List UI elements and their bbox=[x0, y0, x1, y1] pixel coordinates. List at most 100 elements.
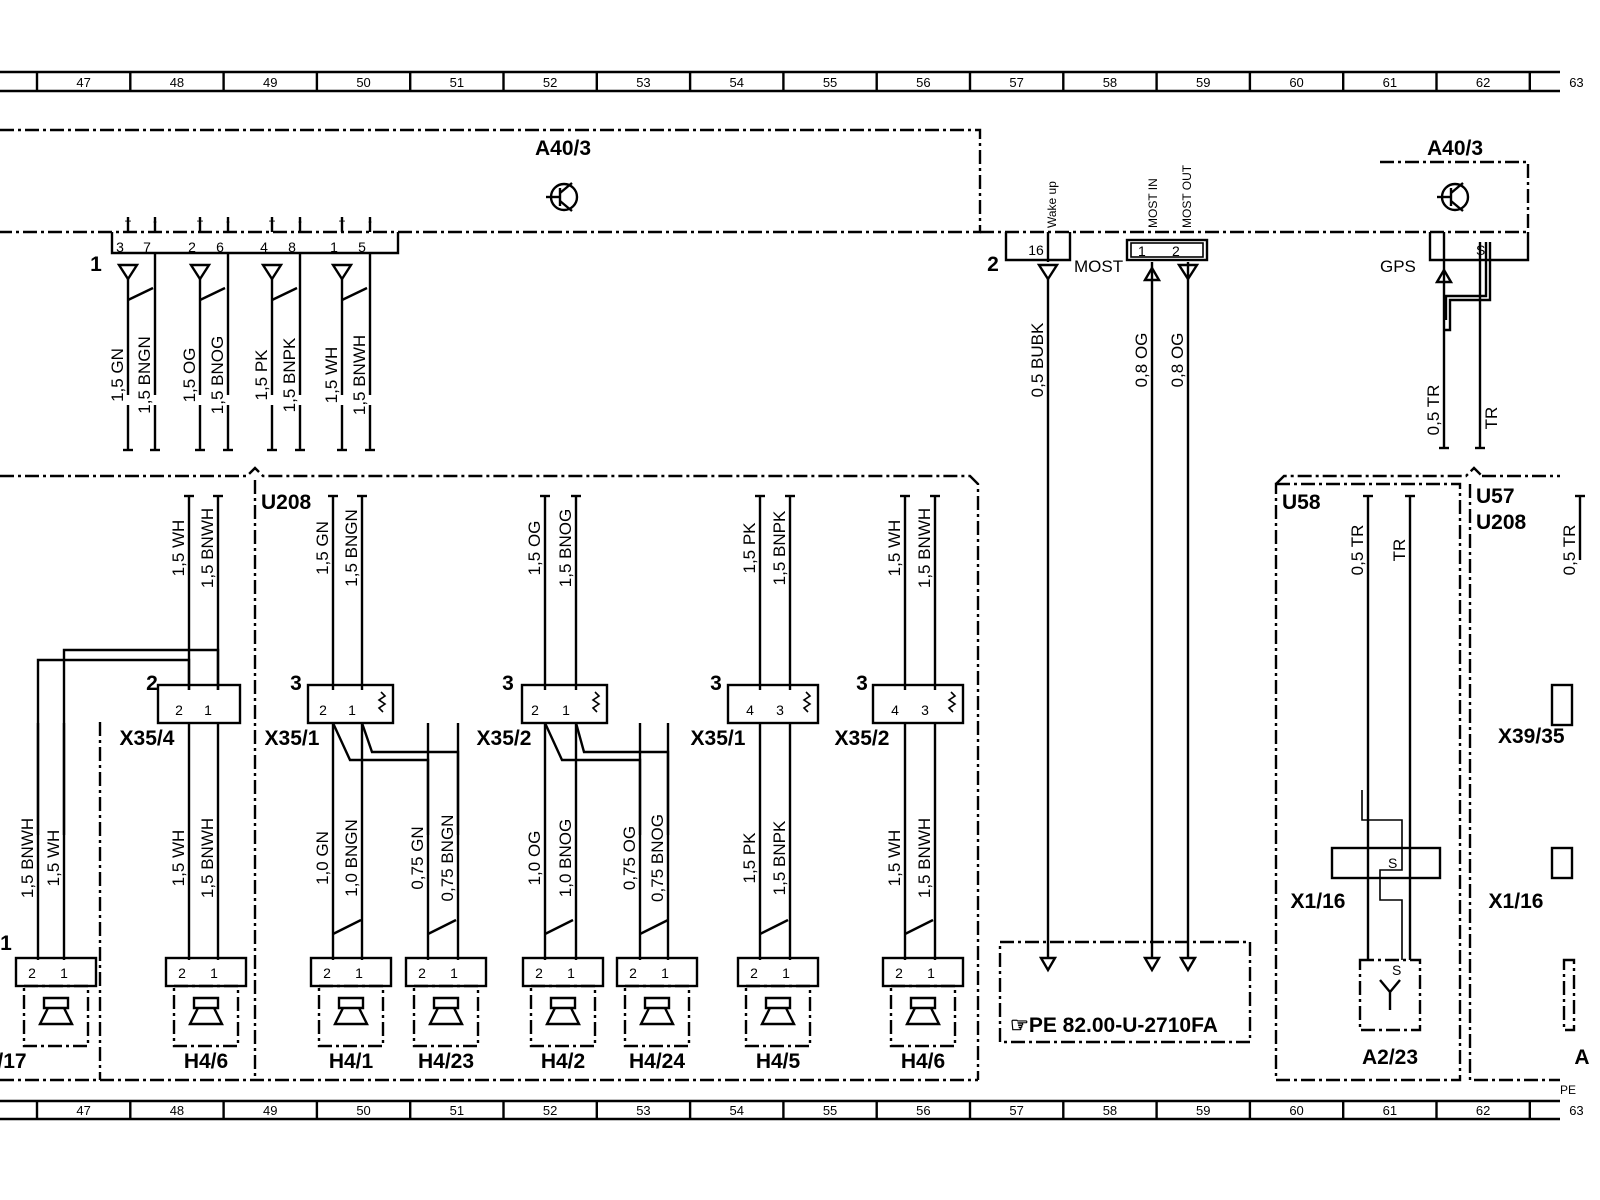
most-interface: 2 16 Wake up MOST 1 2 MOST IN MOST OUT bbox=[980, 164, 1528, 276]
connector-x35-label: X35/1 bbox=[265, 727, 320, 750]
ruler-number: 55 bbox=[823, 75, 837, 90]
a40-3-left-unit: A40/3 1 3+7-2+6-4+8-1+5- bbox=[0, 128, 982, 276]
a40-3-right-unit: A40/3 GPS S bbox=[1380, 137, 1530, 332]
connector-1-number: 1 bbox=[90, 253, 102, 276]
wire-label: 1,5 BNOG bbox=[208, 336, 227, 414]
connector-pin-number: 3 bbox=[776, 702, 784, 718]
speaker-box bbox=[623, 984, 691, 1048]
speaker-pin: 2 bbox=[418, 965, 426, 981]
speaker-label: H4/23 bbox=[418, 1050, 474, 1073]
ruler-number: 62 bbox=[1476, 75, 1490, 90]
ruler-number: 50 bbox=[356, 1103, 370, 1118]
speaker-pin: 2 bbox=[629, 965, 637, 981]
output-arrow-icon bbox=[188, 263, 212, 282]
connector-pin-number: 5 bbox=[358, 239, 366, 255]
speaker-label: H4/2 bbox=[541, 1050, 585, 1073]
wire-path bbox=[127, 286, 154, 302]
lower-wire-label: 1,5 BNWH bbox=[18, 818, 37, 898]
speaker-pin: 2 bbox=[895, 965, 903, 981]
ruler-number: 58 bbox=[1103, 1103, 1117, 1118]
speaker-label: H4/6 bbox=[184, 1050, 228, 1073]
resistor-icon bbox=[802, 691, 812, 713]
wire-path bbox=[199, 286, 226, 302]
connector-x35-label: X35/2 bbox=[477, 727, 532, 750]
mid-wire-label: 1,5 BNGN bbox=[342, 509, 361, 586]
x35-connector bbox=[520, 683, 609, 725]
speaker-pin: 2 bbox=[750, 965, 758, 981]
switch-icon bbox=[904, 918, 934, 936]
speaker-pin: 2 bbox=[535, 965, 543, 981]
mid-wire-label: 1,5 GN bbox=[313, 521, 332, 575]
mid-wire-label: 1,5 WH bbox=[885, 520, 904, 577]
wire-label: 1,5 WH bbox=[322, 347, 341, 404]
x35-connector bbox=[871, 683, 965, 725]
arrow-down-icon bbox=[1142, 956, 1162, 973]
connector-pin-number: 8 bbox=[288, 239, 296, 255]
mid-wire-label: 1,5 BNOG bbox=[556, 509, 575, 587]
connector-x39-35-label: X39/35 bbox=[1498, 725, 1565, 748]
arrow-down-icon bbox=[1178, 956, 1198, 973]
connector-pin-number: 1 bbox=[330, 239, 338, 255]
u58-region: U58 bbox=[1274, 466, 1483, 1082]
resistor-icon bbox=[377, 691, 387, 713]
speaker-pin: 1 bbox=[355, 965, 363, 981]
speaker-partial-label: /17 bbox=[0, 1050, 27, 1073]
antenna-s-pin: S bbox=[1392, 962, 1401, 978]
antenna-label: A2/23 bbox=[1362, 1046, 1418, 1069]
wire-label: 1,5 GN bbox=[108, 348, 127, 402]
ruler-number: 63 bbox=[1569, 75, 1583, 90]
wire-label: 1,5 BNPK bbox=[280, 337, 299, 412]
connector-x35-label: X35/1 bbox=[691, 727, 746, 750]
resistor-icon bbox=[591, 691, 601, 713]
speaker-label: H4/1 bbox=[329, 1050, 374, 1073]
wire-label: 1,5 BNGN bbox=[135, 336, 154, 413]
speaker-pin: 1 bbox=[60, 965, 68, 981]
speaker-box bbox=[889, 984, 957, 1048]
switch-icon bbox=[759, 918, 789, 936]
ruler-number: 54 bbox=[730, 1103, 744, 1118]
mid-wire-label: 1,5 BNPK bbox=[770, 510, 789, 585]
speaker-icon bbox=[760, 996, 796, 1026]
lower-wire-label: 1,0 GN bbox=[313, 831, 332, 885]
output-arrow-icon bbox=[260, 263, 284, 282]
ruler-number: 54 bbox=[730, 75, 744, 90]
connector-pin-number: 3 bbox=[116, 239, 124, 255]
speaker-pin: 2 bbox=[28, 965, 36, 981]
connector-x35-label: X35/4 bbox=[120, 727, 175, 750]
connector-side-number: 3 bbox=[710, 672, 722, 695]
x35-connector bbox=[156, 683, 242, 725]
connector-side-number: 3 bbox=[290, 672, 302, 695]
speaker-box bbox=[412, 984, 480, 1048]
gps-label: GPS bbox=[1380, 257, 1416, 276]
antenna-partial-label: A bbox=[1574, 1046, 1589, 1069]
most-wire-label: 0,5 BUBK bbox=[1028, 322, 1047, 397]
u57-wire-label: 0,5 TR bbox=[1560, 525, 1579, 576]
connector-pin-number: 1 bbox=[348, 702, 356, 718]
speaker-pin: 1 bbox=[567, 965, 575, 981]
a40-3-right-label: A40/3 bbox=[1427, 137, 1483, 160]
speaker-label: H4/5 bbox=[756, 1050, 801, 1073]
lower-wire-label: 0,75 BNOG bbox=[648, 814, 667, 902]
ruler-number: 53 bbox=[636, 75, 650, 90]
right-partial-box bbox=[1562, 958, 1576, 1032]
ruler-number: 52 bbox=[543, 1103, 557, 1118]
lower-wire-label: 1,0 BNGN bbox=[342, 819, 361, 896]
split-wire bbox=[331, 722, 430, 835]
ruler-number: 48 bbox=[170, 75, 184, 90]
connector-pin-number: 7 bbox=[143, 239, 151, 255]
shield-wire bbox=[1361, 790, 1403, 960]
output-arrow-icon bbox=[1036, 263, 1060, 282]
gps-wire-label: TR bbox=[1482, 407, 1501, 430]
switch-icon bbox=[639, 918, 669, 936]
speaker-side-number: 1 bbox=[0, 932, 12, 955]
reference-label: ☞PE 82.00-U-2710FA bbox=[1010, 1014, 1218, 1037]
u208-right-label: U208 bbox=[1476, 511, 1527, 534]
switch-icon bbox=[544, 918, 574, 936]
split-wire bbox=[543, 722, 642, 835]
lower-wire-label: 1,5 BNWH bbox=[915, 818, 934, 898]
connector-pin-number: 4 bbox=[746, 702, 754, 718]
ruler-number: 49 bbox=[263, 75, 277, 90]
ruler-number: 51 bbox=[450, 75, 464, 90]
u57-region: U57 U208 bbox=[1468, 474, 1560, 1082]
